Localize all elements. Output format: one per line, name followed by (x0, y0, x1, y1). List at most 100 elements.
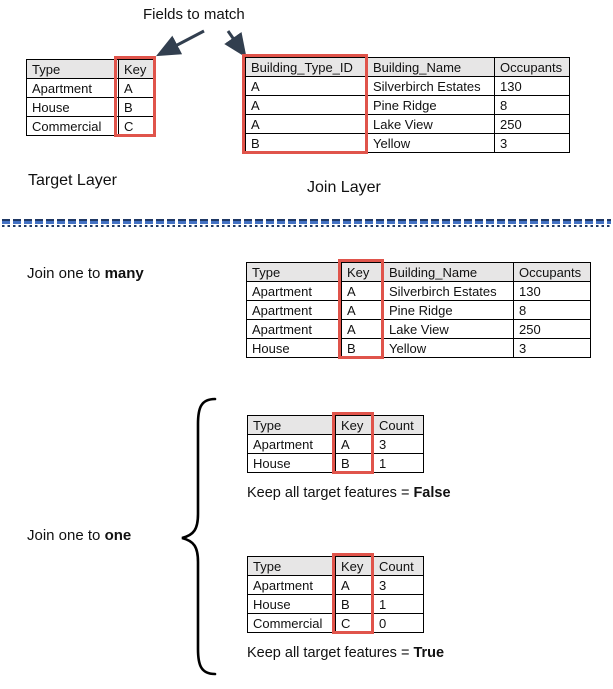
table-cell: Silverbirch Estates (383, 281, 514, 301)
table-cell: A (341, 319, 384, 339)
column-header: Key (118, 59, 156, 79)
table-cell: B (335, 594, 374, 614)
table-cell: 3 (373, 575, 424, 595)
keep-false-caption: Keep all target features = False (247, 485, 451, 501)
table-cell: 130 (513, 281, 591, 301)
table-cell: 250 (494, 114, 570, 134)
table-cell: A (245, 95, 368, 115)
arrow-to-join-key (224, 30, 247, 58)
keep-true-bold: True (413, 645, 445, 661)
table-cell: Pine Ridge (383, 300, 514, 320)
table-cell: 1 (373, 594, 424, 614)
join-one-to-one-label: Join one to one (27, 527, 131, 544)
table-cell: 0 (373, 613, 424, 633)
column-header: Count (373, 556, 424, 576)
keep-true-prefix: Keep all target features = (247, 645, 414, 661)
table-cell: C (335, 613, 374, 633)
join-layer-label: Join Layer (307, 179, 381, 196)
arrow-to-target-key (156, 29, 205, 57)
table-cell: House (247, 453, 336, 473)
column-header: Type (247, 556, 336, 576)
table-cell: A (245, 76, 368, 96)
column-header: Building_Type_ID (245, 57, 368, 77)
column-header: Key (335, 556, 374, 576)
table-cell: B (341, 338, 384, 358)
table-cell: B (118, 97, 156, 117)
column-header: Occupants (513, 262, 591, 282)
keep-false-prefix: Keep all target features = (247, 485, 414, 501)
table-cell: Apartment (246, 300, 342, 320)
table-cell: 3 (494, 133, 570, 153)
keep-true-caption: Keep all target features = True (247, 645, 444, 661)
table-cell: A (118, 78, 156, 98)
table-cell: 250 (513, 319, 591, 339)
table-cell: Pine Ridge (367, 95, 495, 115)
table-cell: Commercial (247, 613, 336, 633)
column-header: Type (247, 415, 336, 435)
table-cell: Yellow (383, 338, 514, 358)
table-cell: A (341, 281, 384, 301)
column-header: Count (373, 415, 424, 435)
table-cell: A (335, 434, 374, 454)
fields-to-match-title: Fields to match (143, 6, 245, 23)
table-cell: A (245, 114, 368, 134)
table-cell: House (247, 594, 336, 614)
table-cell: Commercial (26, 116, 119, 136)
table-cell: Apartment (26, 78, 119, 98)
table-cell: B (245, 133, 368, 153)
table-cell: Yellow (367, 133, 495, 153)
match-arrows (156, 29, 247, 58)
column-header: Building_Name (367, 57, 495, 77)
table-cell: 8 (513, 300, 591, 320)
column-header: Type (26, 59, 119, 79)
table-cell: Apartment (246, 281, 342, 301)
column-header: Key (335, 415, 374, 435)
table-cell: Apartment (247, 434, 336, 454)
curly-brace (181, 397, 217, 676)
column-header: Key (341, 262, 384, 282)
column-header: Occupants (494, 57, 570, 77)
column-header: Type (246, 262, 342, 282)
table-cell: Lake View (383, 319, 514, 339)
table-cell: 3 (513, 338, 591, 358)
table-cell: Lake View (367, 114, 495, 134)
column-header: Building_Name (383, 262, 514, 282)
keep-false-bold: False (413, 485, 451, 501)
join-one-bold: one (104, 527, 132, 544)
table-cell: C (118, 116, 156, 136)
table-cell: A (341, 300, 384, 320)
target-layer-label: Target Layer (28, 172, 117, 189)
join-one-to-many-label: Join one to many (27, 265, 144, 282)
table-cell: 1 (373, 453, 424, 473)
table-cell: 3 (373, 434, 424, 454)
section-divider (2, 219, 611, 227)
table-cell: Apartment (246, 319, 342, 339)
table-cell: 8 (494, 95, 570, 115)
join-many-prefix: Join one to (27, 265, 105, 282)
